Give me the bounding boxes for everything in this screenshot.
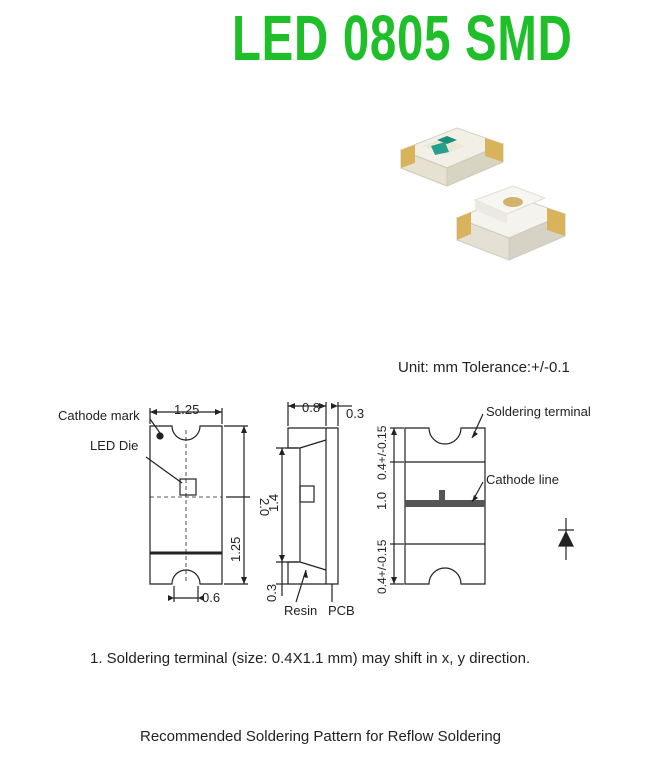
pcb-label: PCB [328,603,355,618]
dim-top-pad: 0.4+/-0.15 [375,425,389,480]
cathode-line-label: Cathode line [486,472,559,487]
recommended-pattern-heading: Recommended Soldering Pattern for Reflow… [140,728,502,745]
diode-symbol-icon [558,518,574,560]
cathode-mark-label: Cathode mark [58,408,140,423]
page-title: LED 0805 SMD [232,2,573,74]
led-die [179,478,197,496]
dimension-drawing: Unit: mm Tolerance:+/-0.1 Cathode mark L… [58,359,591,618]
top-view-outline [149,425,223,585]
units-label: Unit: mm Tolerance:+/-0.1 [398,359,570,376]
led-die-label: LED Die [90,438,138,453]
dim-pad: 0.6 [202,590,220,605]
side-view-outline [287,427,339,585]
smd-led-photo-icon [399,127,567,261]
cathode-line [405,500,485,507]
bottom-view-outline [404,427,486,585]
dim-height: 1.4 [266,494,281,512]
dim-middle: 1.0 [374,492,389,510]
soldering-note: 1. Soldering terminal (size: 0.4X1.1 mm)… [90,650,531,667]
led-package-front [455,185,567,261]
dim-width: 1.25 [174,402,199,417]
led-package-back [399,127,505,187]
dim-bottom: 0.3 [264,584,279,602]
dim-lower: 1.25 [228,537,243,562]
dim-body: 0.8 [302,400,320,415]
dim-length: 2.0 [257,498,272,516]
dim-bottom-pad: 0.4+/-0.15 [375,539,389,594]
dim-pcb: 0.3 [346,406,364,421]
resin-label: Resin [284,603,317,618]
soldering-terminal-label: Soldering terminal [486,404,591,419]
